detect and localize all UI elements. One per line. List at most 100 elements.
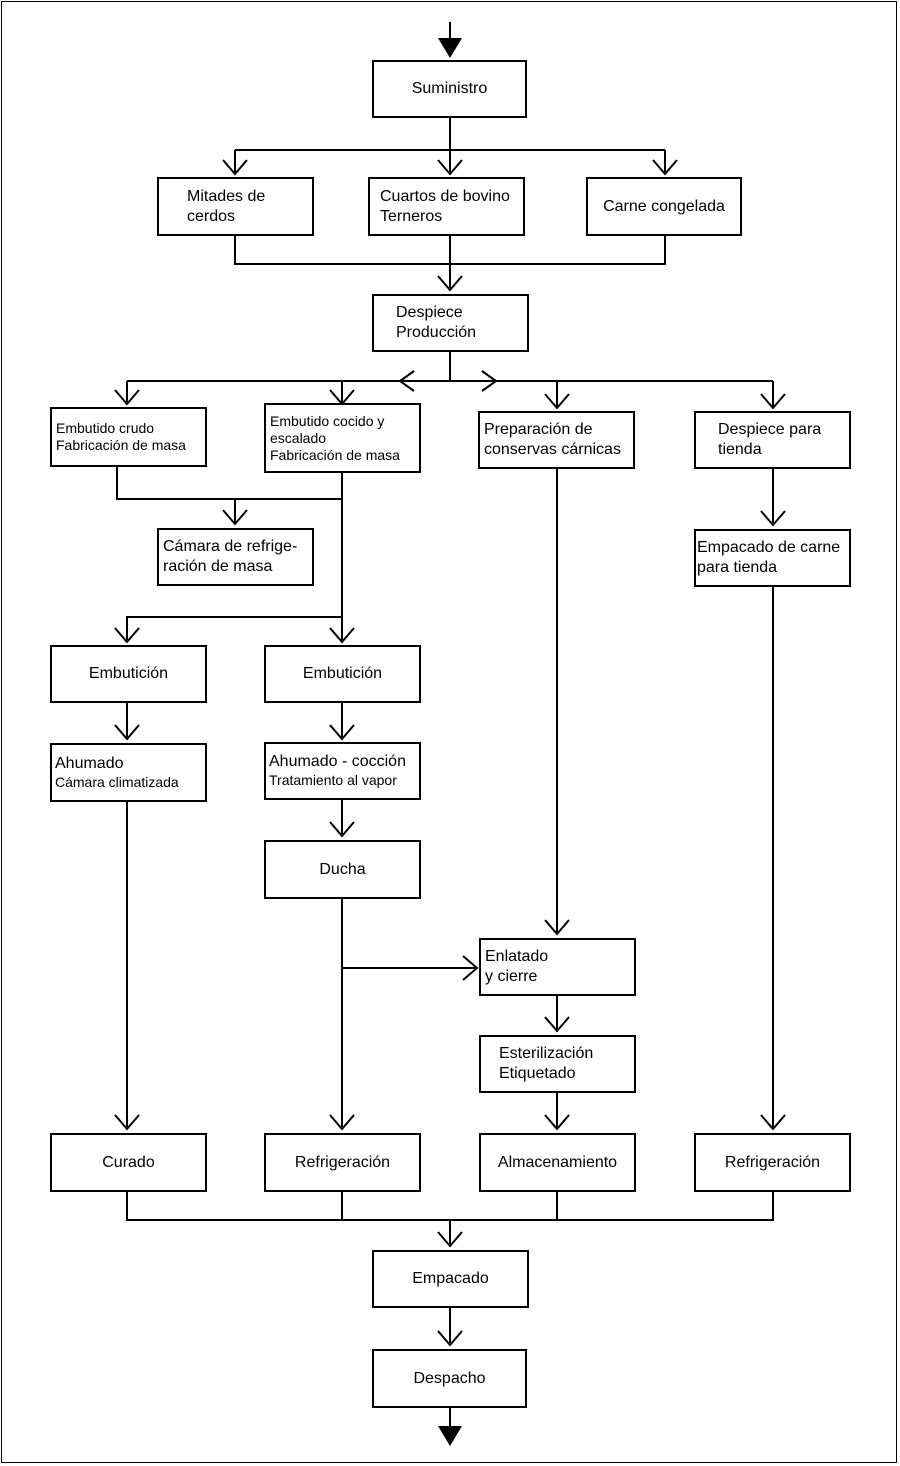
node-esterilizacion-etiquetado: Esterilización Etiquetado (479, 1035, 636, 1093)
node-label-line-2: Terneros (380, 207, 443, 225)
connector-merge-empacado (126, 1192, 774, 1244)
node-label-line-2: Tratamiento al vapor (269, 772, 397, 788)
arrowhead (544, 919, 570, 936)
node-label: Embutición (302, 665, 383, 682)
node-label: Refrigeración (294, 1153, 391, 1171)
node-label: Empacado (412, 1270, 489, 1287)
node-curado: Curado (50, 1133, 207, 1192)
node-despiece-produccion: Despiece Producción (372, 294, 529, 352)
arrowhead (760, 393, 786, 410)
node-refrigeracion-embutidos: Refrigeración (264, 1133, 421, 1192)
arrowhead (329, 724, 355, 741)
node-empacado-tienda: Empacado de carne para tienda (694, 529, 851, 587)
node-label-line-1: Embutido crudo (56, 420, 155, 436)
node-empacado: Empacado (372, 1250, 529, 1308)
arrowhead (462, 955, 479, 981)
arrowhead (652, 159, 678, 176)
arrowhead (437, 159, 463, 176)
arrowhead (329, 627, 355, 644)
arrowhead (114, 1114, 140, 1131)
node-label: Despacho (413, 1369, 486, 1387)
node-label: Embutición (88, 665, 169, 682)
node-label-line-2: cerdos (187, 207, 236, 225)
node-label-line-2: Etiquetado (499, 1065, 576, 1082)
connector-embutidos-camara (116, 467, 343, 522)
node-label-line-1: Empacado de carne (697, 539, 841, 556)
node-label: Suministro (411, 80, 488, 97)
node-label: Refrigeración (724, 1153, 821, 1171)
node-despiece-tienda: Despiece para tienda (694, 411, 851, 469)
node-label-line-1: Embutido cocido y (270, 412, 385, 429)
arrowhead (329, 1114, 355, 1131)
node-despacho: Despacho (372, 1349, 527, 1408)
arrowhead (760, 1114, 786, 1131)
node-label-line-1: Cuartos de bovino (380, 187, 510, 205)
node-embutido-cocido: Embutido cocido y escalado Fabricación d… (264, 403, 421, 473)
node-label-line-2: Fabricación de masa (56, 437, 186, 453)
arrowhead (544, 1016, 570, 1033)
node-suministro: Suministro (372, 60, 527, 118)
node-preparacion-conservas: Preparación de conservas cárnicas (478, 411, 635, 469)
connector-suministro-branch (234, 118, 666, 172)
node-ducha: Ducha (264, 840, 421, 899)
node-label-line-1: Despiece (396, 304, 463, 321)
node-label: Carne congelada (603, 197, 725, 215)
arrowhead (114, 389, 140, 406)
node-camara-refrigeracion: Cámara de refrige- ración de masa (157, 528, 314, 586)
node-almacenamiento: Almacenamiento (479, 1133, 636, 1192)
arrowhead (544, 393, 570, 410)
node-embuticion-cocido: Embutición (264, 645, 421, 703)
node-label: Almacenamiento (497, 1153, 618, 1171)
node-label-line-3: Fabricación de masa (270, 446, 400, 463)
arrowhead (222, 159, 248, 176)
connector-merge-despiece (234, 236, 666, 288)
node-label-line-1: Esterilización (499, 1045, 594, 1062)
node-label: Curado (102, 1153, 155, 1171)
connector-despiece-branch (126, 352, 774, 406)
node-label-line-1: Preparación de (484, 421, 593, 438)
end-arrow (438, 1426, 462, 1446)
node-label-line-1: Mitades de (187, 187, 266, 205)
node-mitades-de-cerdos: Mitades de cerdos (157, 177, 314, 236)
node-refrigeracion-tienda: Refrigeración (694, 1133, 851, 1192)
node-label-line-2: Producción (396, 324, 477, 341)
node-carne-congelada: Carne congelada (586, 177, 742, 236)
node-embutido-crudo: Embutido crudo Fabricación de masa (50, 407, 207, 467)
arrowhead (398, 370, 415, 392)
node-label-line-1: Enlatado (485, 948, 549, 965)
node-label-line-2: ración de masa (163, 558, 273, 575)
arrowhead (114, 627, 140, 644)
node-enlatado-cierre: Enlatado y cierre (479, 938, 636, 996)
arrowhead (437, 275, 463, 292)
connector-embuticion-ahumado (126, 703, 343, 737)
arrowhead (222, 509, 248, 526)
arrowhead (544, 1114, 570, 1131)
node-ahumado-camara: Ahumado Cámara climatizada (50, 743, 207, 802)
arrowhead (481, 370, 498, 392)
node-label-line-2: tienda (718, 441, 762, 458)
node-label-line-2: Cámara climatizada (55, 773, 179, 790)
node-cuartos-de-bovino: Cuartos de bovino Terneros (368, 177, 525, 236)
node-label-line-2: para tienda (697, 559, 778, 576)
arrowhead (437, 1231, 463, 1248)
node-label-line-1: Ahumado (55, 754, 124, 772)
node-ahumado-coccion: Ahumado - cocción Tratamiento al vapor (264, 742, 421, 800)
arrowhead (114, 724, 140, 741)
connector-cocido-embuticion (126, 499, 343, 640)
arrowhead (329, 821, 355, 838)
node-label-line-1: Cámara de refrige- (163, 538, 298, 555)
node-label-line-1: Despiece para (718, 421, 822, 438)
connector-ducha-refrigeracion (341, 899, 475, 1127)
node-label-line-2: y cierre (485, 968, 538, 985)
arrowhead (437, 1330, 463, 1347)
arrowhead (760, 510, 786, 527)
start-arrow (438, 38, 462, 58)
node-label-line-2: conservas cárnicas (484, 441, 621, 458)
node-label-line-1: Ahumado - cocción (269, 753, 406, 770)
node-label-line-2: escalado (270, 429, 327, 446)
node-embuticion-crudo: Embutición (50, 645, 207, 703)
node-label: Ducha (319, 860, 366, 878)
